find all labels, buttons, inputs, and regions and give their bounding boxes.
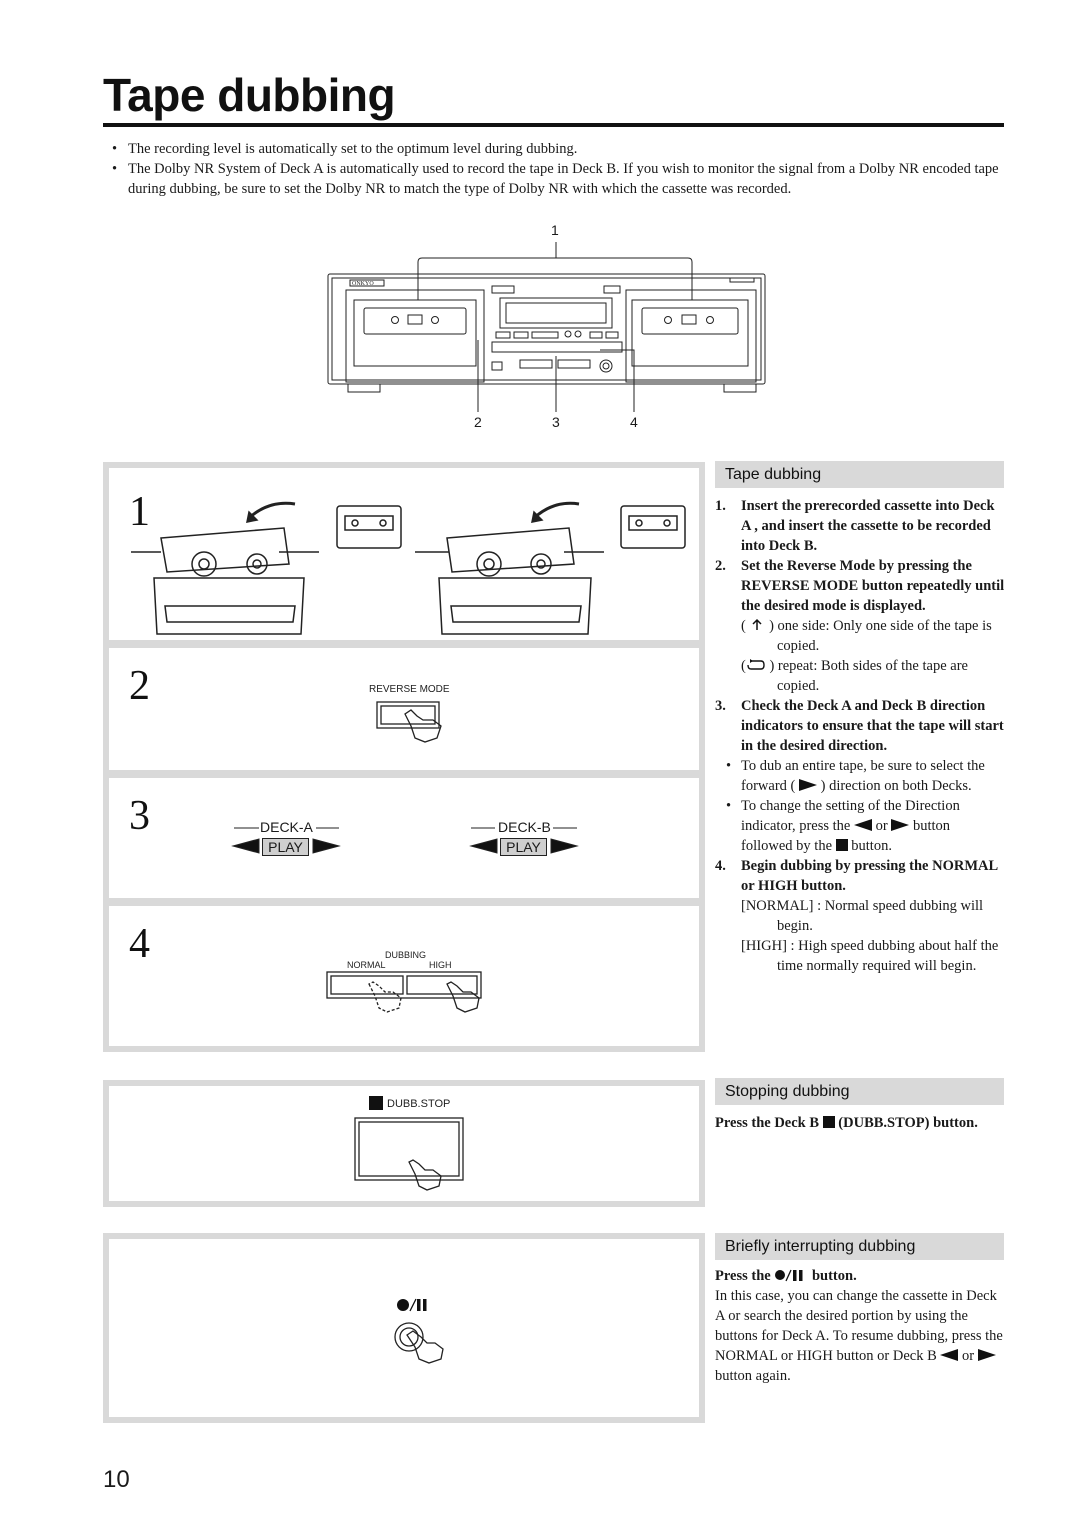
normal-high-buttons-drawing[interactable] bbox=[323, 968, 493, 1048]
intro-list: The recording level is automatically set… bbox=[110, 139, 1000, 199]
instruction-step-3: 3. Check the Deck A and Deck B direction… bbox=[715, 698, 1004, 754]
normal-label: NORMAL bbox=[347, 960, 386, 970]
step-3-box: 3 DECK-A PLAY DECK-B PLAY bbox=[109, 778, 699, 898]
step-4-box: 4 DUBBING NORMAL HIGH bbox=[109, 906, 699, 1046]
high-speed-desc: [HIGH] : High speed dubbing about half t… bbox=[741, 938, 999, 974]
note-dub-entire-tape: To dub an entire tape, be sure to select… bbox=[715, 756, 1005, 796]
tape-dubbing-instructions: 1. Insert the prerecorded cassette into … bbox=[715, 496, 1005, 976]
stopping-instruction: Press the Deck B (DUBB.STOP) button. bbox=[715, 1115, 978, 1131]
direction-indicators-drawing bbox=[231, 827, 579, 854]
deck-a-label: DECK-A bbox=[260, 819, 313, 835]
one-side-mode: ( ) one side: Only one side of the tape … bbox=[741, 618, 992, 654]
step-1-box: 1 bbox=[109, 468, 699, 640]
stop-square-icon bbox=[369, 1096, 383, 1110]
intro-bullet: The Dolby NR System of Deck A is automat… bbox=[110, 159, 1000, 199]
pause-box bbox=[109, 1239, 699, 1417]
reverse-mode-button-drawing[interactable] bbox=[371, 698, 471, 758]
deck-b-play-indicator: PLAY bbox=[500, 838, 547, 856]
forward-arrow-icon bbox=[977, 1349, 996, 1361]
forward-arrow-icon bbox=[798, 779, 817, 791]
instruction-step-4: 4. Begin dubbing by pressing the NORMAL … bbox=[715, 858, 998, 894]
brand-label: ONKYO bbox=[352, 281, 374, 287]
stop-panel: DUBB.STOP bbox=[103, 1080, 705, 1207]
callout-4: 4 bbox=[630, 414, 638, 430]
stop-square-icon bbox=[822, 1116, 835, 1128]
callout-2: 2 bbox=[474, 414, 482, 430]
reverse-arrow-icon bbox=[853, 819, 872, 831]
record-pause-icon bbox=[775, 1269, 803, 1282]
record-pause-button-drawing[interactable] bbox=[387, 1293, 467, 1383]
step-2-box: 2 REVERSE MODE bbox=[109, 648, 699, 770]
steps-panel: 1 bbox=[103, 462, 705, 1052]
stop-square-icon bbox=[835, 839, 848, 851]
step-3-number: 3 bbox=[129, 793, 150, 839]
callout-1: 1 bbox=[551, 222, 559, 238]
stopping-dubbing-heading: Stopping dubbing bbox=[715, 1078, 1004, 1105]
dubb-stop-label: DUBB.STOP bbox=[387, 1098, 451, 1110]
deck-a-play-indicator: PLAY bbox=[262, 838, 309, 856]
step-1-number: 1 bbox=[129, 489, 150, 535]
repeat-icon bbox=[747, 659, 765, 670]
interrupting-explanation: In this case, you can change the cassett… bbox=[715, 1288, 1003, 1384]
step-4-number: 4 bbox=[129, 921, 150, 967]
tape-dubbing-heading: Tape dubbing bbox=[715, 461, 1004, 488]
intro-bullet: The recording level is automatically set… bbox=[110, 139, 1000, 159]
dubb-stop-button-drawing[interactable] bbox=[351, 1114, 481, 1194]
page-title: Tape dubbing bbox=[103, 69, 396, 121]
dubbing-label: DUBBING bbox=[385, 950, 427, 960]
stop-box: DUBB.STOP bbox=[109, 1086, 699, 1201]
step-2-number: 2 bbox=[129, 663, 150, 709]
instruction-step-1: 1. Insert the prerecorded cassette into … bbox=[715, 498, 995, 554]
note-change-direction: To change the setting of the Direction i… bbox=[715, 796, 1005, 856]
device-diagram: 1 bbox=[320, 222, 770, 432]
reverse-arrow-icon bbox=[940, 1349, 959, 1361]
press-pause-instruction: Press the button. bbox=[715, 1268, 857, 1284]
interrupting-instructions: Press the button. In this case, you can … bbox=[715, 1266, 1005, 1386]
reverse-mode-label: REVERSE MODE bbox=[369, 684, 450, 695]
callout-3: 3 bbox=[552, 414, 560, 430]
repeat-mode: ( ) repeat: Both sides of the tape are c… bbox=[741, 658, 968, 694]
device-front-panel-drawing: ONKYO bbox=[327, 242, 766, 412]
instruction-step-2: 2. Set the Reverse Mode by pressing the … bbox=[715, 558, 1005, 614]
one-side-icon bbox=[752, 618, 762, 630]
high-label: HIGH bbox=[429, 960, 452, 970]
normal-speed-desc: [NORMAL] : Normal speed dubbing will beg… bbox=[741, 898, 984, 934]
forward-arrow-icon bbox=[891, 819, 910, 831]
pause-panel bbox=[103, 1233, 705, 1423]
page-number: 10 bbox=[103, 1466, 130, 1493]
title-rule bbox=[103, 123, 1004, 127]
deck-b-label: DECK-B bbox=[498, 819, 551, 835]
cassette-insert-illustration bbox=[131, 501, 686, 635]
interrupting-dubbing-heading: Briefly interrupting dubbing bbox=[715, 1233, 1004, 1260]
